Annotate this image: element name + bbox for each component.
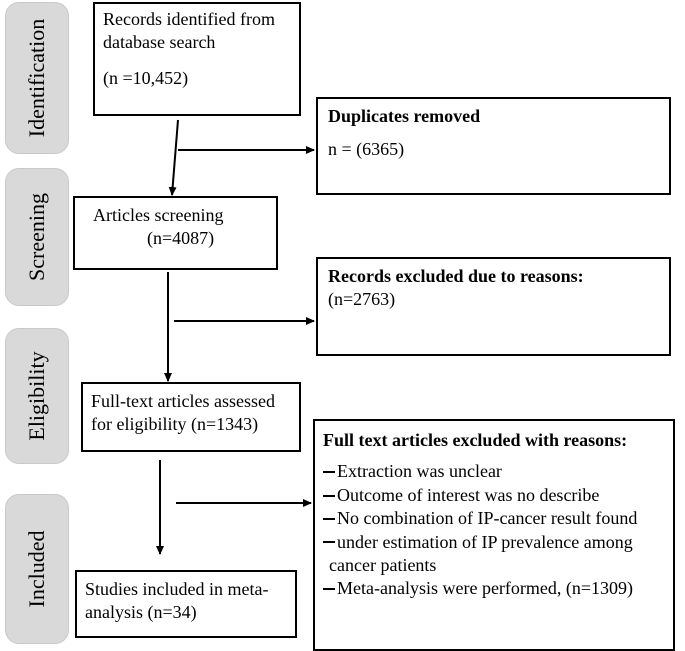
duplicates-removed-title: Duplicates removed [328, 106, 481, 126]
stage-tab-screening: Screening [5, 168, 69, 306]
exclusion-reason: No combination of IP-cancer result found [323, 507, 665, 530]
exclusion-reason: Meta-analysis were performed, (n=1309) [323, 577, 665, 600]
studies-included-box: Studies included in meta- analysis (n=34… [75, 570, 297, 638]
records-excluded-count: (n=2763) [328, 289, 396, 310]
duplicates-removed-count: n = (6365) [328, 139, 405, 160]
dash-icon [323, 494, 335, 497]
records-excluded-box: Records excluded due to reasons: (n=2763… [316, 257, 671, 356]
full-text-assessed-box: Full-text articles assessed for eligibil… [81, 382, 301, 452]
dash-icon [323, 471, 335, 474]
exclusion-reason: under estimation of IP prevalence among [323, 531, 665, 554]
stage-tab-included: Included [5, 494, 69, 644]
records-identified-line1: Records identified from [103, 9, 275, 29]
records-identified-box: Records identified from database search … [93, 2, 301, 116]
records-identified-line2: database search [103, 32, 216, 53]
duplicates-removed-box: Duplicates removed n = (6365) [316, 97, 671, 195]
dash-icon [323, 541, 335, 544]
full-text-excluded-box: Full text articles excluded with reasons… [313, 419, 675, 651]
studies-included-line1: Studies included in meta- [85, 579, 269, 599]
full-text-assessed-line2: for eligibility (n=1343) [91, 414, 259, 435]
records-identified-count: (n =10,452) [103, 67, 189, 88]
exclusion-reason: Extraction was unclear [323, 460, 665, 483]
arrow-identified-to-screening [168, 119, 179, 196]
dash-icon [323, 588, 335, 591]
full-text-excluded-title: Full text articles excluded with reasons… [323, 430, 628, 450]
full-text-assessed-line1: Full-text articles assessed [91, 391, 275, 411]
stage-tab-eligibility: Eligibility [5, 328, 69, 464]
stage-tab-identification: Identification [5, 2, 69, 154]
exclusion-reason: Outcome of interest was no describe [323, 484, 665, 507]
dash-icon [323, 518, 335, 521]
articles-screening-count: (n=4087) [147, 228, 215, 249]
exclusion-reason-continued: cancer patients [329, 554, 437, 575]
records-excluded-title: Records excluded due to reasons: [328, 266, 584, 286]
studies-included-line2: analysis (n=34) [85, 602, 197, 623]
articles-screening-box: Articles screening (n=4087) [73, 196, 278, 270]
articles-screening-title: Articles screening [93, 205, 224, 225]
